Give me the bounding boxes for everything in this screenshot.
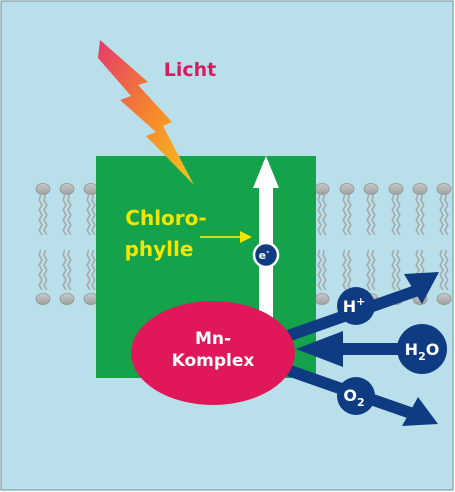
mn-complex — [131, 301, 295, 405]
lipid-molecule — [83, 183, 99, 305]
proton-symbol: H+ — [343, 295, 366, 316]
lipid-molecule — [436, 183, 452, 305]
chlorophyll-label-line1: Chloro- — [125, 206, 206, 230]
electron-symbol: e- — [259, 247, 270, 262]
lipid-molecule — [59, 183, 75, 305]
lipid-molecule — [35, 183, 51, 305]
oxygen-symbol: O2 — [343, 386, 364, 409]
mn-complex-label-line2: Komplex — [172, 351, 255, 371]
chlorophyll-label-line2: phylle — [125, 237, 194, 261]
electron-badge: e- — [252, 241, 280, 269]
water-symbol: H2O — [405, 340, 440, 363]
lightning-bolt-icon — [98, 40, 194, 185]
light-label: Licht — [164, 59, 217, 81]
mn-complex-label-line1: Mn- — [195, 329, 231, 349]
oxygen-badge: O2 — [337, 377, 375, 415]
lipid-molecule — [314, 183, 330, 305]
chlorophyll-pointer-arrow — [200, 231, 252, 243]
water-badge: H2O — [397, 324, 447, 374]
water-arrow — [296, 331, 413, 367]
proton-badge: H+ — [337, 287, 375, 325]
